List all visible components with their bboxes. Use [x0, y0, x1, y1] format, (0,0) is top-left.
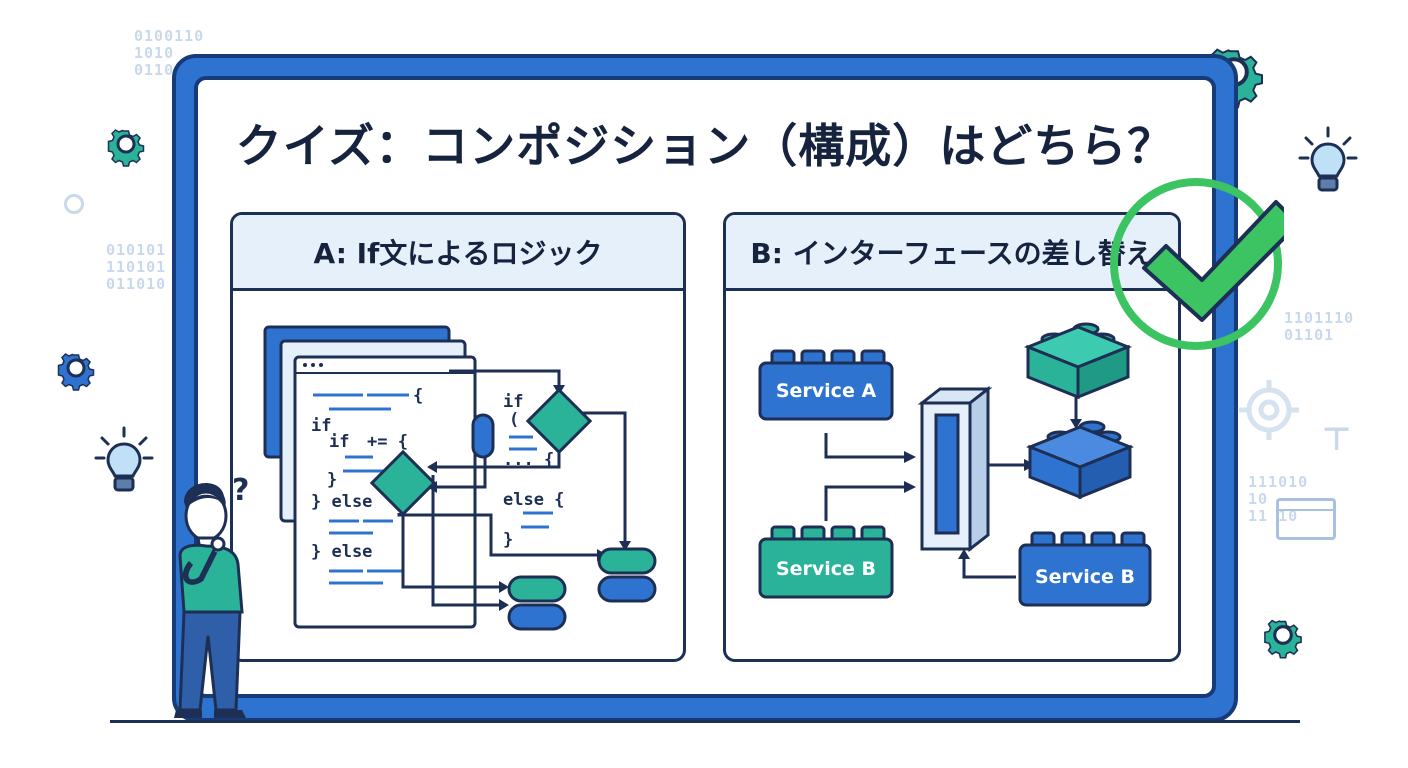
binary-text-mid-left: 010101 110101 011010 — [106, 241, 167, 293]
blue-brick — [1025, 420, 1135, 500]
service-b-swapped-block: Service B — [1018, 531, 1152, 607]
gear-icon — [107, 129, 145, 167]
code-token: ( — [509, 410, 519, 430]
code-token: else { — [503, 490, 564, 510]
option-b-panel[interactable]: B: インターフェースの差し替え Service A Service B — [723, 212, 1181, 662]
code-token: += { — [367, 432, 408, 452]
teal-brick — [1023, 322, 1133, 400]
service-a-block: Service A — [758, 349, 894, 421]
code-token: if — [503, 392, 523, 412]
code-token: ... { — [503, 450, 554, 470]
lightbulb-icon — [1298, 126, 1358, 192]
faded-gear-icon — [1239, 380, 1299, 440]
code-token: } — [503, 530, 513, 550]
code-token: } — [327, 470, 337, 490]
service-b-swapped-label: Service B — [1035, 566, 1135, 588]
option-a-panel[interactable]: A: If文によるロジック { if if += { } } else } el… — [230, 212, 686, 662]
quiz-title: クイズ：コンポジション（構成）はどちら？ — [235, 119, 1175, 173]
cursor-icon: ⊤ — [1322, 420, 1352, 458]
service-b-block: Service B — [758, 525, 894, 599]
question-mark: ? — [232, 473, 249, 508]
if-logic-diagram: { if if += { } } else } else if ( ... { … — [263, 325, 657, 631]
code-token: } else — [311, 542, 372, 562]
lightbulb-icon — [94, 426, 154, 492]
window-icon — [1276, 498, 1336, 540]
code-token: { — [413, 386, 423, 406]
ground-line — [110, 720, 1300, 723]
binary-text-right-2: 111010 10 11 10 — [1248, 473, 1309, 525]
circle-decoration — [64, 194, 84, 214]
gear-icon — [57, 353, 95, 391]
option-a-heading: A: If文によるロジック — [233, 215, 683, 291]
code-token: if — [329, 432, 349, 452]
gear-icon — [1264, 619, 1302, 659]
code-token: } else — [311, 492, 372, 512]
binary-text-right-1: 1101110 01101 — [1284, 309, 1355, 344]
interface-swap-diagram: Service A Service B — [758, 322, 1152, 607]
option-b-heading: B: インターフェースの差し替え — [726, 215, 1178, 291]
service-a-label: Service A — [776, 380, 877, 402]
code-token: if — [311, 416, 331, 436]
binary-text-top-left: 0100110 1010 0110 — [134, 27, 205, 79]
thinking-person-illustration: ? — [174, 473, 249, 718]
correct-answer-check-icon — [1110, 178, 1284, 350]
interface-socket — [917, 385, 993, 553]
service-b-label: Service B — [776, 558, 876, 580]
